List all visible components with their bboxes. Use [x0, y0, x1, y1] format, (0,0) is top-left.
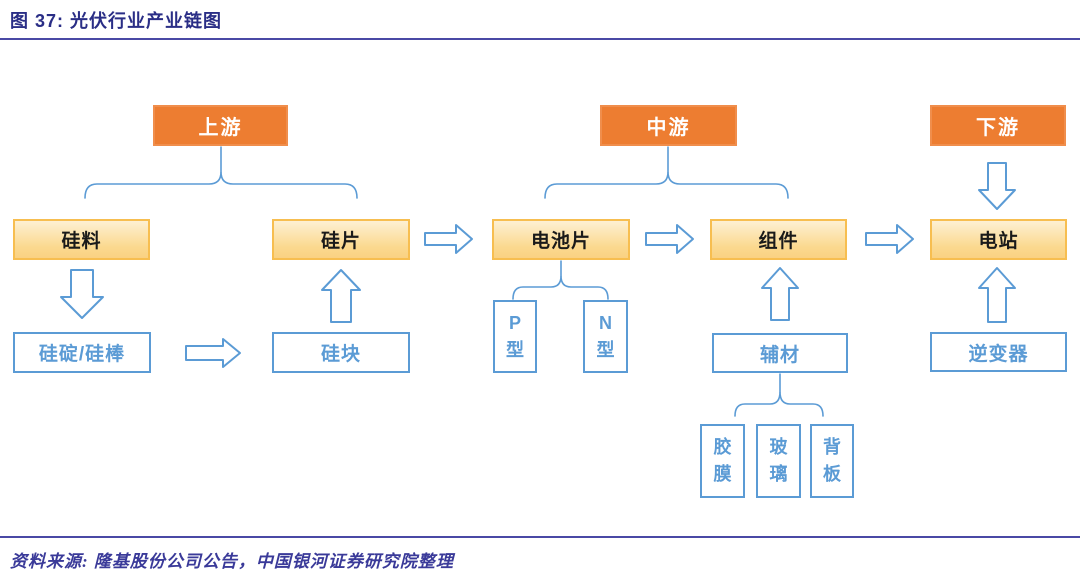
title-divider: [0, 38, 1080, 40]
arrow-silicon-material-to-ingot: [60, 269, 104, 319]
node-film: 胶 膜: [700, 424, 745, 498]
brace-midstream: [544, 171, 789, 199]
node-silicon-material: 硅料: [13, 219, 150, 260]
node-ingot-rod: 硅碇/硅棒: [13, 332, 151, 373]
arrow-block-to-wafer: [321, 269, 361, 323]
arrow-downstream-to-station: [978, 162, 1016, 210]
node-inverter: 逆变器: [930, 332, 1067, 372]
brace-cell-types: [512, 275, 609, 300]
node-power-station: 电站: [930, 219, 1067, 260]
node-cell: 电池片: [492, 219, 630, 260]
node-n-type: N 型: [583, 300, 628, 373]
stage-downstream: 下游: [930, 105, 1066, 146]
node-silicon-block: 硅块: [272, 332, 410, 373]
brace-auxiliary: [734, 391, 824, 417]
source-note: 资料来源: 隆基股份公司公告，中国银河证券研究院整理: [10, 552, 454, 571]
arrow-module-to-station: [865, 224, 914, 254]
node-silicon-wafer: 硅片: [272, 219, 410, 260]
arrow-inverter-to-station: [978, 267, 1016, 323]
figure-title: 图 37: 光伏行业产业链图: [10, 11, 223, 31]
brace-upstream: [84, 171, 358, 199]
node-auxiliary: 辅材: [712, 333, 848, 373]
node-backsheet: 背 板: [810, 424, 854, 498]
stage-upstream: 上游: [153, 105, 288, 146]
arrow-auxiliary-to-module: [761, 267, 799, 321]
arrow-ingot-to-block: [185, 338, 241, 368]
stage-midstream: 中游: [600, 105, 737, 146]
arrow-cell-to-module: [645, 224, 694, 254]
node-glass: 玻 璃: [756, 424, 801, 498]
node-p-type: P 型: [493, 300, 537, 373]
node-module: 组件: [710, 219, 847, 260]
arrow-wafer-to-cell: [424, 224, 473, 254]
source-divider: [0, 536, 1080, 538]
